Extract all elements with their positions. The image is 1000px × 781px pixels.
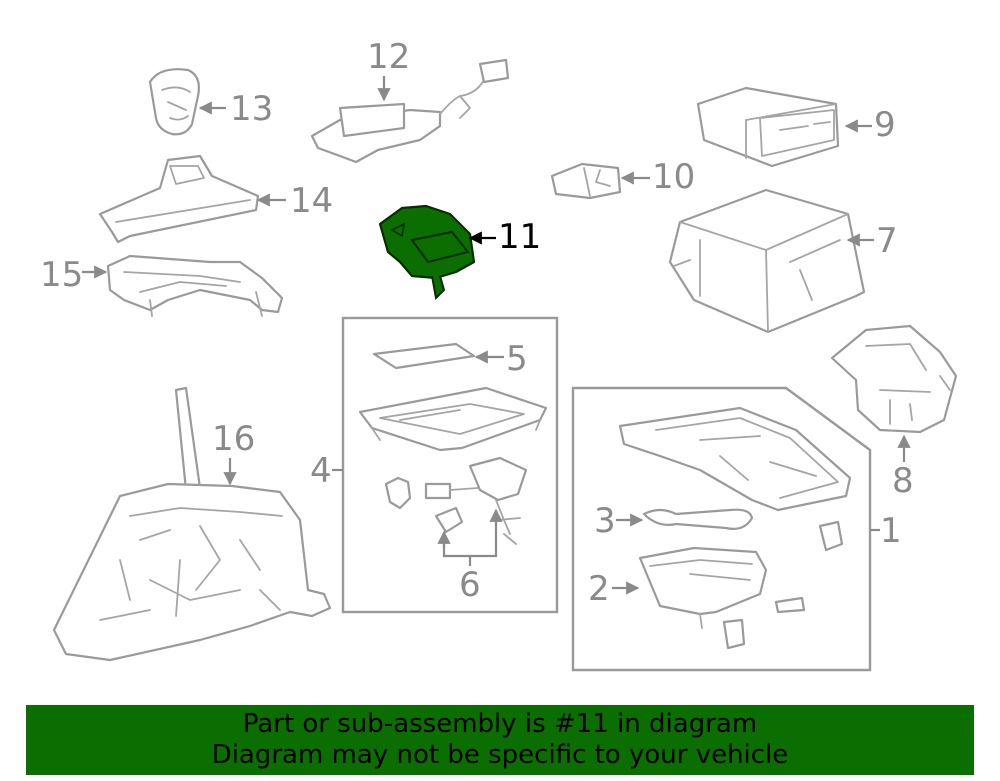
- callout-11: 11: [498, 217, 541, 257]
- callout-8: 8: [892, 461, 914, 501]
- part-14-indicator-plate: [98, 154, 260, 244]
- callout-13: 13: [230, 89, 273, 129]
- part-13-shift-knob: [148, 68, 200, 136]
- part-10-connector: [550, 162, 622, 200]
- callout-4: 4: [310, 451, 332, 491]
- part-6-lever-and-clips: [384, 456, 528, 545]
- callout-3: 3: [594, 501, 616, 541]
- banner-line-2: Diagram may not be specific to your vehi…: [211, 740, 789, 770]
- parts-diagram: 13 14 15 12 11 10 9: [40, 37, 958, 672]
- callout-5: 5: [506, 339, 528, 379]
- part-9-switch-assembly: [696, 86, 840, 168]
- callout-16: 16: [212, 419, 255, 459]
- part-7-console-module: [668, 188, 866, 334]
- part-4-panel: [358, 386, 548, 452]
- callout-7: 7: [876, 221, 898, 261]
- banner-line-1: Part or sub-assembly is #11 in diagram: [242, 709, 758, 739]
- info-banner: Part or sub-assembly is #11 in diagram D…: [26, 705, 974, 775]
- callout-9: 9: [874, 105, 896, 145]
- part-2-lower-tray: [638, 546, 806, 650]
- sub-assembly-box-1: [571, 386, 872, 672]
- callout-14: 14: [290, 181, 333, 221]
- part-16-shifter-assembly: [52, 386, 332, 662]
- callout-2: 2: [588, 569, 610, 609]
- callout-12: 12: [367, 37, 410, 77]
- part-12-wiring-harness: [310, 58, 510, 164]
- sub-assembly-box-4: [341, 316, 559, 614]
- callout-1: 1: [880, 511, 902, 551]
- callout-10: 10: [652, 157, 695, 197]
- callout-6: 6: [459, 565, 481, 605]
- callout-15: 15: [40, 255, 83, 295]
- part-15-housing: [106, 254, 284, 317]
- part-5-cover: [372, 342, 476, 370]
- part-8-bracket: [830, 324, 958, 434]
- part-3-seal: [642, 508, 754, 530]
- part-11-highlighted: [378, 204, 476, 301]
- part-1-console-top: [618, 406, 852, 552]
